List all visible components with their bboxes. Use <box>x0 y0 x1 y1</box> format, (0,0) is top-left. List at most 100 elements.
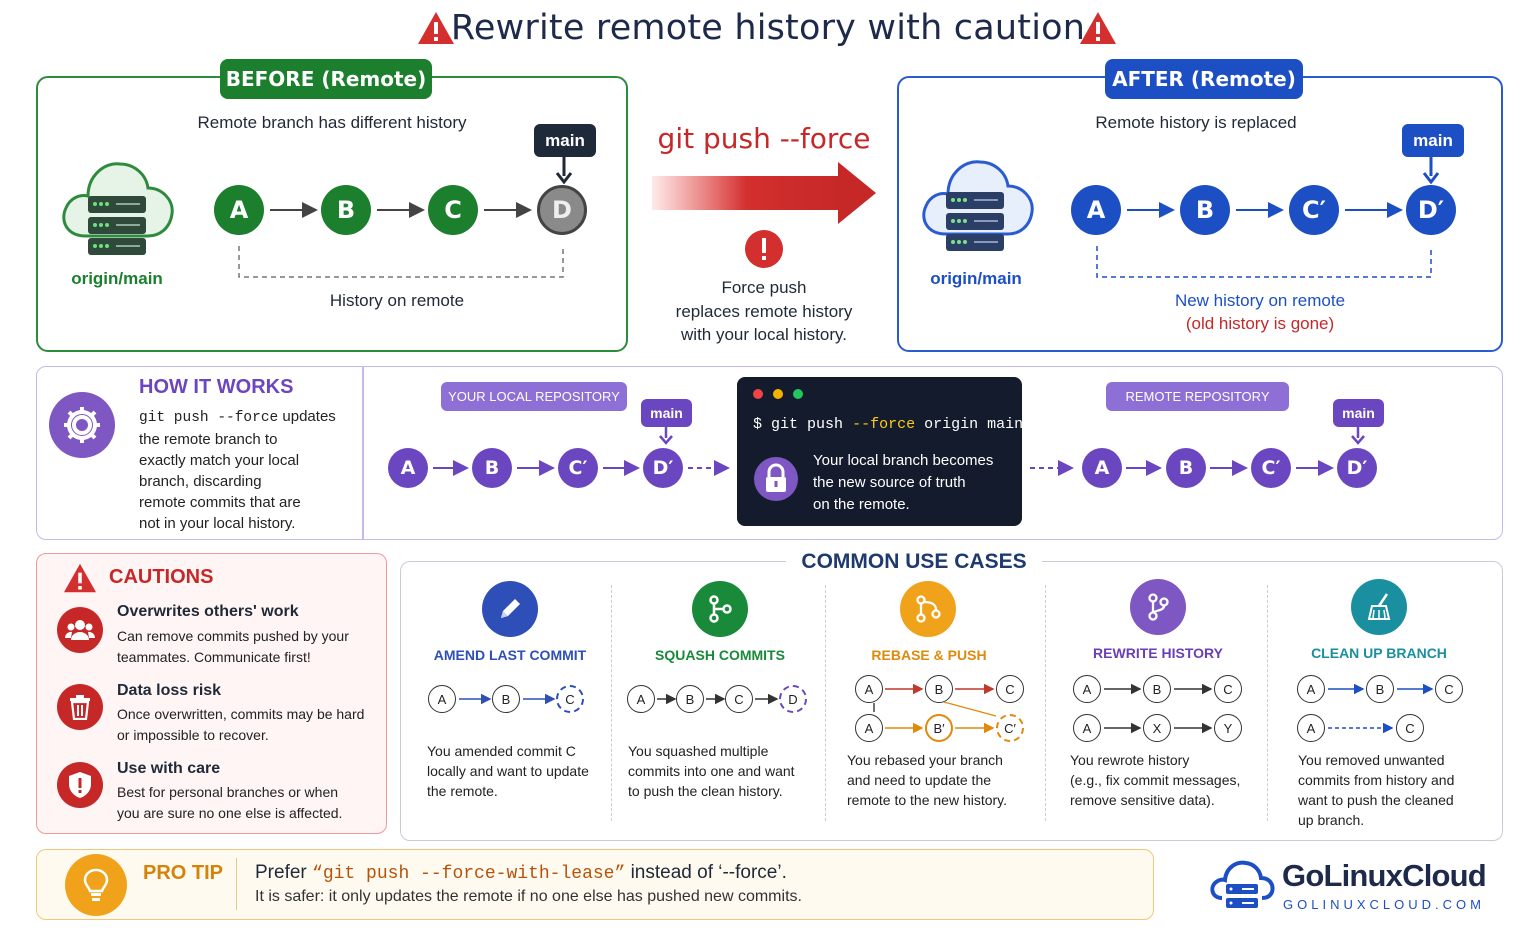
commit-node: D′ <box>643 448 683 488</box>
force-desc-line: replaces remote history <box>675 302 853 321</box>
commit-node: B <box>1143 675 1171 703</box>
server-label: origin/main <box>930 269 1022 288</box>
how-divider <box>362 367 364 539</box>
branch-tag: main <box>641 399 692 427</box>
commit-node: A <box>1082 448 1122 488</box>
commit-node: D <box>779 685 807 713</box>
arrow-down-icon <box>1351 426 1365 445</box>
alert-icon <box>745 230 783 268</box>
page-title: Rewrite remote history with caution <box>450 8 1086 48</box>
tip-line2: It is safer: it only updates the remote … <box>255 888 802 905</box>
how-it-works-panel <box>36 366 1503 540</box>
use-case-desc: You rewrote history <box>1070 752 1190 768</box>
commit-node: B <box>676 685 704 713</box>
caution-title: Use with care <box>117 760 221 777</box>
commit-node: D′ <box>1337 448 1377 488</box>
commit-node: B <box>925 675 953 703</box>
merge-icon <box>692 581 748 637</box>
rebase-arrows <box>873 683 997 734</box>
use-case-title: AMEND LAST COMMIT <box>433 647 587 663</box>
terminal-desc: the new source of truth <box>813 474 966 491</box>
before-label: BEFORE (Remote) <box>220 59 432 99</box>
commit-node: B <box>492 685 520 713</box>
use-case-desc: commits into one and want <box>628 763 795 779</box>
pro-tip-panel <box>36 849 1154 920</box>
cloud-server-icon <box>922 160 1034 251</box>
gear-icon <box>49 392 115 458</box>
broom-icon <box>1351 579 1407 635</box>
commit-node: A <box>627 685 655 713</box>
commit-node: C <box>556 685 584 713</box>
lock-icon <box>754 457 798 501</box>
rebase-icon <box>900 581 956 637</box>
use-case-desc: You rebased your branch <box>847 752 1003 768</box>
use-case-desc: You squashed multiple <box>628 743 769 759</box>
how-desc-text: exactly match your local <box>139 452 300 469</box>
how-desc-text: not in your local history. <box>139 515 296 532</box>
caution-desc: Once overwritten, commits may be hard <box>117 706 365 722</box>
branch-tag: main <box>534 124 596 157</box>
terminal-desc: on the remote. <box>813 496 910 513</box>
use-case-title: CLEAN UP BRANCH <box>1311 645 1447 661</box>
pro-tip-label: PRO TIP <box>143 862 224 884</box>
old-history-gone: (old history is gone) <box>1185 314 1335 333</box>
lightbulb-icon <box>65 854 127 916</box>
commit-node: B <box>1166 448 1206 488</box>
warning-icon <box>1080 12 1116 44</box>
commit-arrows <box>1104 683 1213 734</box>
use-case-desc: and need to update the <box>847 772 992 788</box>
commit-node: B <box>321 185 371 235</box>
commit-node: B <box>472 448 512 488</box>
how-heading: HOW IT WORKS <box>139 376 294 398</box>
terminal-prompt: $ <box>753 416 763 433</box>
cautions-heading: CAUTIONS <box>109 566 214 588</box>
use-case-desc: to push the clean history. <box>628 783 783 799</box>
how-cmd: git push --force <box>139 410 279 426</box>
tip-text: Prefer <box>255 862 313 883</box>
commit-node: Y <box>1214 714 1242 742</box>
commit-node: B <box>1366 675 1394 703</box>
branch-tag: main <box>1333 399 1384 427</box>
commit-arrows <box>270 202 532 218</box>
remote-repo-label: REMOTE REPOSITORY <box>1106 382 1289 411</box>
terminal-desc: Your local branch becomes <box>813 452 994 469</box>
terminal-window <box>737 377 1022 526</box>
big-arrow <box>652 162 876 224</box>
tip-divider <box>236 858 237 910</box>
commit-node: A <box>1071 185 1121 235</box>
commit-node: B <box>1180 185 1230 235</box>
window-dot-red <box>753 389 763 399</box>
use-case-title: SQUASH COMMITS <box>655 647 785 663</box>
golinuxcloud-logo-icon <box>1210 860 1275 908</box>
caution-title: Data loss risk <box>117 682 222 699</box>
server-label: origin/main <box>71 269 163 288</box>
commit-node: C′ <box>1289 185 1339 235</box>
commit-node: X <box>1143 714 1171 742</box>
commit-node: A <box>855 714 883 742</box>
caution-desc: Can remove commits pushed by your <box>117 628 349 644</box>
commit-arrows <box>657 693 779 705</box>
arrow-down-icon <box>659 426 673 445</box>
brand-url: GOLINUXCLOUD.COM <box>1283 897 1485 912</box>
how-desc-text: the remote branch to <box>139 431 278 448</box>
new-history-label: New history on remote <box>1174 291 1346 310</box>
terminal-cmd: origin main <box>924 416 1024 433</box>
how-desc-text: remote commits that are <box>139 494 301 511</box>
pencil-icon <box>482 581 538 637</box>
window-dot-green <box>793 389 803 399</box>
caution-desc: Best for personal branches or when <box>117 784 339 800</box>
brand-name: GoLinuxCloud <box>1282 858 1487 893</box>
warning-icon <box>418 12 454 44</box>
caution-desc: or impossible to recover. <box>117 727 269 743</box>
caution-desc: you are sure no one else is affected. <box>117 805 343 821</box>
arrow-down-icon <box>555 156 573 184</box>
bracket <box>1096 246 1432 278</box>
use-case-title: REWRITE HISTORY <box>1093 645 1223 661</box>
commit-node: A <box>388 448 428 488</box>
use-case-desc: remote to the new history. <box>847 792 1008 808</box>
commit-node: A <box>428 685 456 713</box>
commit-node: A <box>1073 675 1101 703</box>
tip-text: instead of ‘--force’. <box>625 862 787 883</box>
col-divider <box>825 585 826 821</box>
tip-line1: Prefer “git push --force-with-lease” ins… <box>255 862 787 884</box>
